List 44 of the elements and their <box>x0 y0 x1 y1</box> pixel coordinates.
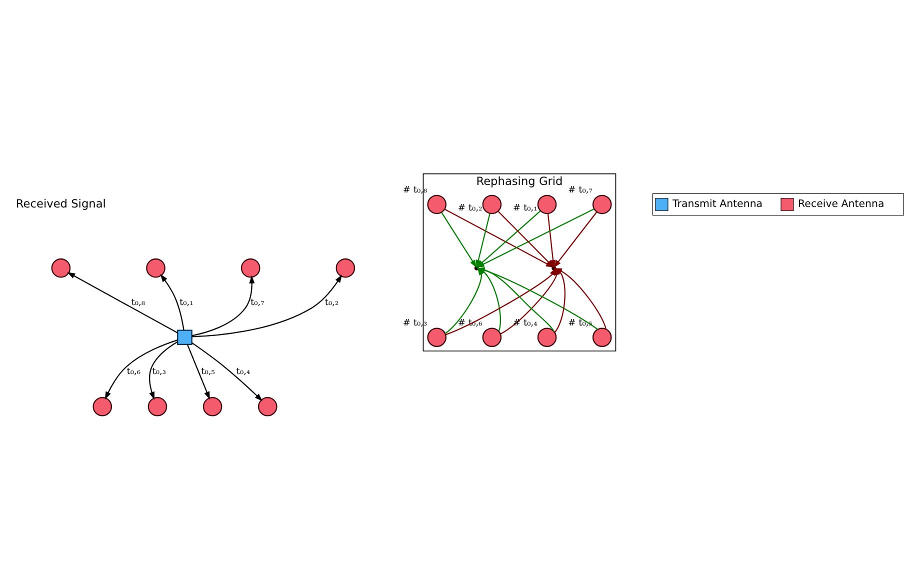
arrow <box>547 214 556 268</box>
edge-label: t₀,₅ <box>201 367 215 378</box>
node-circle <box>258 396 278 416</box>
node-circle <box>146 258 166 278</box>
arrow <box>441 212 477 268</box>
node-circle <box>240 258 260 278</box>
node-circle <box>148 396 168 416</box>
legend-label: Receive Antenna <box>798 198 884 210</box>
legend-label: Transmit Antenna <box>672 198 763 210</box>
edge-label: t₀,₇ <box>250 298 264 308</box>
node-label: # t₀,₂ <box>458 204 482 214</box>
edge-label: t₀,₈ <box>131 298 146 308</box>
node-circle <box>537 194 557 214</box>
node-circle <box>427 194 447 214</box>
edge-label: t₀,₆ <box>126 367 141 378</box>
arrow <box>554 212 598 268</box>
node-label: # t₀,₁ <box>513 204 538 214</box>
edge-label: t₀,₂ <box>324 298 339 308</box>
arrow <box>192 342 263 402</box>
node-circle <box>474 266 479 270</box>
node-circle <box>537 328 557 348</box>
node-circle <box>202 396 222 416</box>
node-circle <box>51 258 71 278</box>
node-circle <box>427 328 447 348</box>
arrow <box>104 340 178 400</box>
node-circle <box>592 328 612 348</box>
node-circle <box>482 328 502 348</box>
node-circle <box>482 194 502 214</box>
node-label: # t₀,₇ <box>568 185 592 196</box>
arrow <box>192 274 342 338</box>
arrow <box>67 272 178 334</box>
node-circle <box>552 266 556 270</box>
label: Received Signal <box>16 196 106 210</box>
edge-label: t₀,₁ <box>180 298 194 308</box>
node-circle <box>592 194 612 214</box>
node-box <box>177 330 192 346</box>
edge-label: t₀,₄ <box>236 367 250 378</box>
node-circle <box>92 396 112 416</box>
node-circle <box>336 258 356 278</box>
arrow <box>160 274 184 330</box>
edge-label: t₀,₃ <box>152 367 166 378</box>
arrow <box>186 344 210 400</box>
arrow <box>149 341 178 400</box>
arrow <box>192 275 255 336</box>
